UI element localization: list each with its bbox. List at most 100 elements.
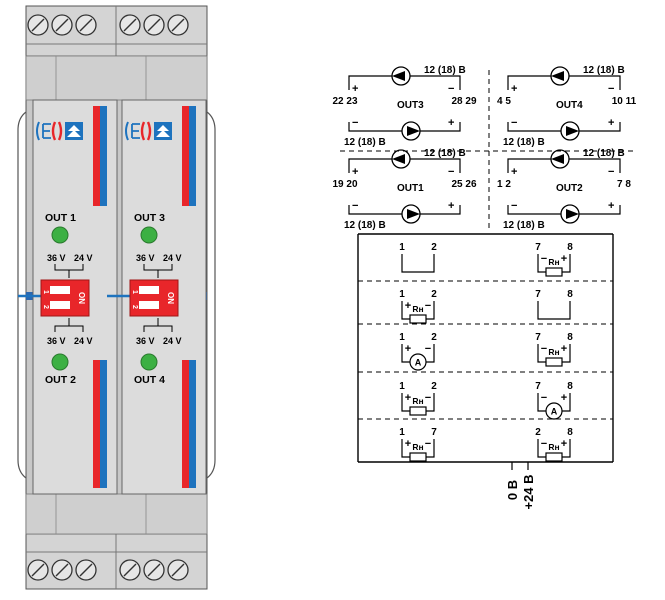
dip-toggle-1[interactable] xyxy=(50,286,70,294)
terminal-screw-icon[interactable] xyxy=(51,559,73,581)
load-resistor-icon: Rн xyxy=(545,257,563,277)
dip-number: 1 xyxy=(42,290,49,294)
load-label: Rн xyxy=(412,304,423,314)
polarity-sign: − xyxy=(541,253,547,265)
polarity-sign: + xyxy=(405,392,411,404)
dip-toggle-1[interactable] xyxy=(139,286,159,294)
load-label: Rн xyxy=(548,257,559,267)
terminal-screw-icon[interactable] xyxy=(167,559,189,581)
load-label: Rн xyxy=(412,396,423,406)
load-label: Rн xyxy=(548,442,559,452)
pin-number: 1 xyxy=(399,427,405,438)
supply-voltage-label: 12 (18) В xyxy=(424,65,466,76)
terminal-screw-icon[interactable] xyxy=(167,14,189,36)
pin-number: 1 xyxy=(399,242,405,253)
voltage-label: 24 V xyxy=(74,253,93,263)
polarity-sign: − xyxy=(425,392,431,404)
current-source-icon xyxy=(391,66,411,86)
dip-toggle-2[interactable] xyxy=(139,301,159,309)
terminal-numbers: 4 5 xyxy=(497,96,511,107)
stripe-blue xyxy=(100,360,107,488)
polarity-sign: + xyxy=(405,300,411,312)
stripe-blue xyxy=(189,106,196,206)
terminal-screw-icon[interactable] xyxy=(75,14,97,36)
right-clip xyxy=(206,111,216,479)
pin-number: 2 xyxy=(431,332,437,343)
output-name: OUT1 xyxy=(397,183,424,194)
plus-sign: + xyxy=(608,200,614,212)
terminal-screw-icon[interactable] xyxy=(51,14,73,36)
pin-number: 8 xyxy=(567,289,573,300)
current-source-icon xyxy=(560,204,580,224)
pin-number: 8 xyxy=(567,332,573,343)
current-source-icon xyxy=(401,121,421,141)
supply-voltage-label: 12 (18) В xyxy=(344,137,386,148)
pin-number: 7 xyxy=(535,332,541,343)
minus-sign: − xyxy=(352,200,358,212)
status-led-icon xyxy=(140,226,158,244)
terminal-screw-icon[interactable] xyxy=(119,559,141,581)
load-resistor-icon: Rн xyxy=(409,304,427,324)
polarity-sign: + xyxy=(405,343,411,355)
terminal-screw-icon[interactable] xyxy=(143,559,165,581)
pin-number: 7 xyxy=(535,242,541,253)
plus-sign: + xyxy=(352,166,358,178)
current-source-icon xyxy=(550,149,570,169)
current-source-icon xyxy=(550,66,570,86)
polarity-sign: − xyxy=(541,392,547,404)
dip-on-label: ON xyxy=(166,292,175,304)
supply-voltage-label: 12 (18) В xyxy=(583,148,625,159)
supply-label-24v: +24 В xyxy=(521,474,536,509)
voltage-label: 36 V xyxy=(136,336,155,346)
terminal-screw-icon[interactable] xyxy=(27,559,49,581)
pin-number: 1 xyxy=(399,289,405,300)
plus-sign: + xyxy=(448,117,454,129)
supply-voltage-label: 12 (18) В xyxy=(344,220,386,231)
polarity-sign: − xyxy=(541,438,547,450)
plus-sign: + xyxy=(352,83,358,95)
supply-voltage-label: 12 (18) В xyxy=(583,65,625,76)
load-resistor-icon: Rн xyxy=(409,442,427,462)
status-led-icon xyxy=(51,226,69,244)
terminal-screw-icon[interactable] xyxy=(119,14,141,36)
ammeter-label: A xyxy=(415,358,422,368)
load-resistor-icon: Rн xyxy=(545,442,563,462)
voltage-label: 36 V xyxy=(136,253,155,263)
terminal-screw-icon[interactable] xyxy=(75,559,97,581)
status-led-icon xyxy=(51,353,69,371)
stripe-red xyxy=(182,106,189,206)
pin-number: 7 xyxy=(535,289,541,300)
brand-logo-icon: ЭЛЕКТРОНИКА xyxy=(36,121,83,141)
terminal-numbers: 28 29 xyxy=(451,96,476,107)
terminal-numbers: 22 23 xyxy=(332,96,357,107)
dip-number: 1 xyxy=(131,290,138,294)
minus-sign: − xyxy=(608,83,614,95)
dip-toggle-2[interactable] xyxy=(50,301,70,309)
polarity-sign: − xyxy=(541,343,547,355)
terminal-numbers: 1 2 xyxy=(497,179,511,190)
load-resistor-icon: Rн xyxy=(409,396,427,416)
pin-number: 1 xyxy=(399,332,405,343)
pin-number: 8 xyxy=(567,242,573,253)
pin-number: 2 xyxy=(535,427,541,438)
pin-number: 8 xyxy=(567,427,573,438)
dip-number: 2 xyxy=(42,305,49,309)
plus-sign: + xyxy=(608,117,614,129)
terminal-numbers: 19 20 xyxy=(332,179,357,190)
terminal-screw-icon[interactable] xyxy=(27,14,49,36)
current-source-icon xyxy=(560,121,580,141)
terminal-screw-icon[interactable] xyxy=(143,14,165,36)
